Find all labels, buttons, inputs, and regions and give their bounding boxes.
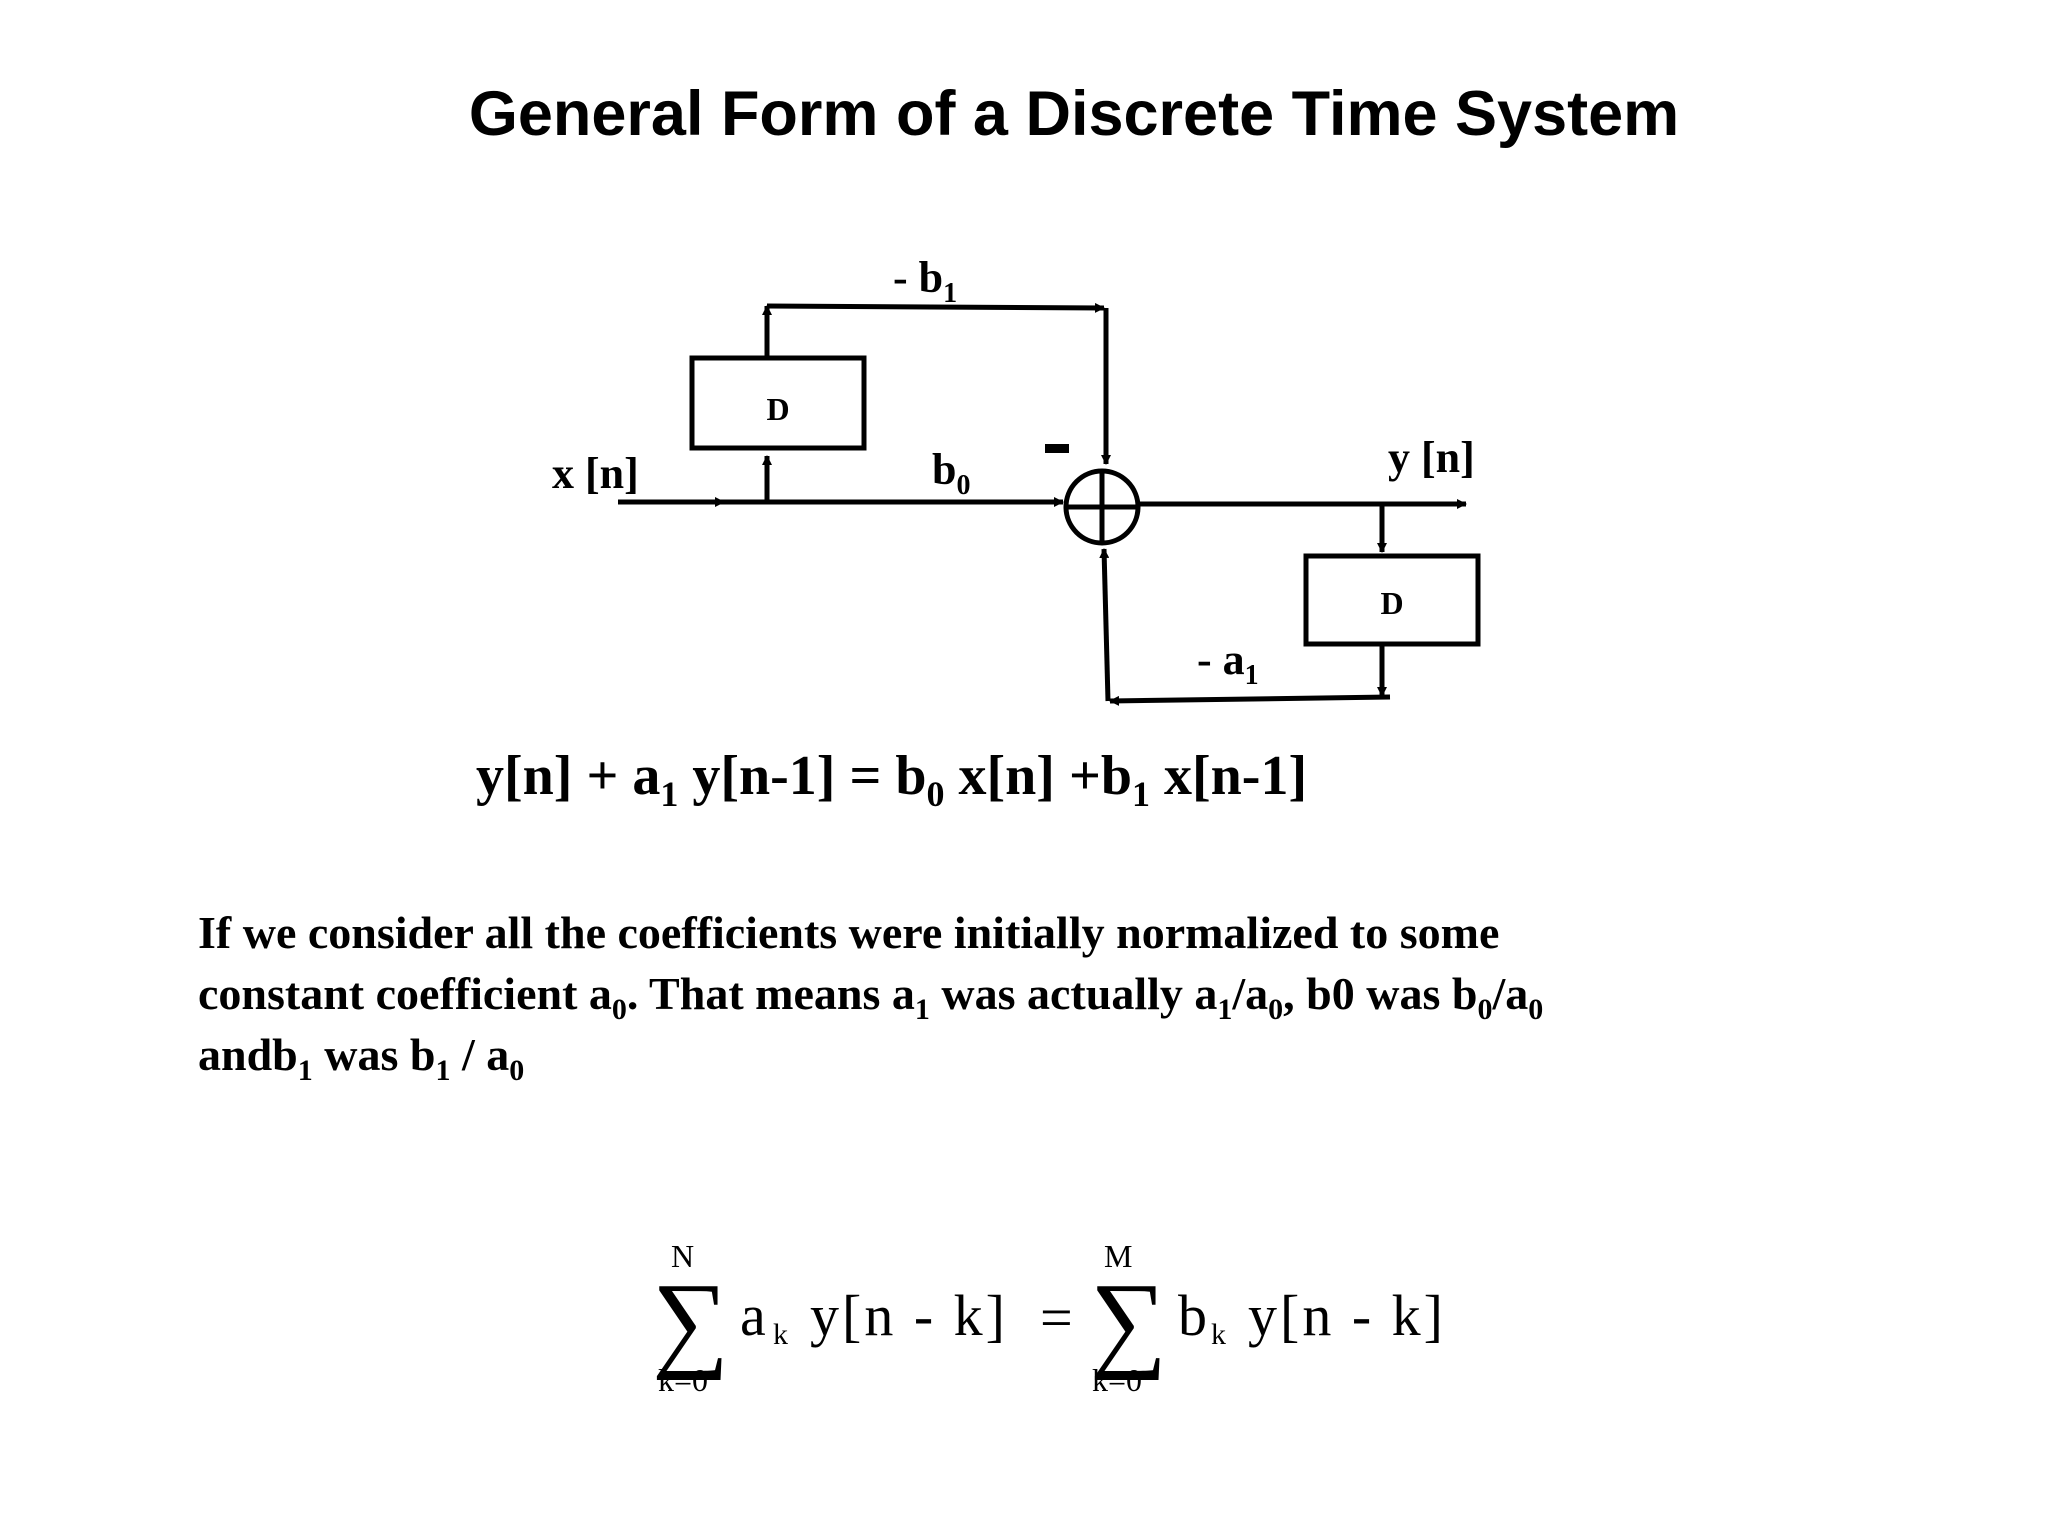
output-label: y [n] [1388,433,1475,482]
delay-top-label: D [766,391,789,427]
gain-top-label: - b1 [893,253,957,309]
paragraph-line-3: andb1 was b1 / a0 [198,1029,525,1087]
gain-feedback-label: - a1 [1197,635,1259,691]
difference-equation: y[n] + a1 y[n-1] = b0 x[n] +b1 x[n-1] [476,745,1308,814]
normalization-paragraph: If we consider all the coefficients were… [198,902,1918,1087]
feedback-up-line [1099,548,1111,702]
gain-direct-label: b0 [932,445,970,501]
paragraph-line-1: If we consider all the coefficients were… [198,907,1500,958]
delay-bottom-box [1303,553,1481,647]
delay-bottom-label: D [1380,585,1403,621]
input-label: x [n] [552,449,639,498]
slide-title: General Form of a Discrete Time System [468,79,1680,149]
minus-sign-mark [1045,444,1069,453]
top-path-line [766,302,1105,313]
feedback-line [1109,694,1391,706]
paragraph-line-2: constant coefficient a0. That means a1 w… [198,968,1544,1026]
delay-top-box [689,355,867,451]
